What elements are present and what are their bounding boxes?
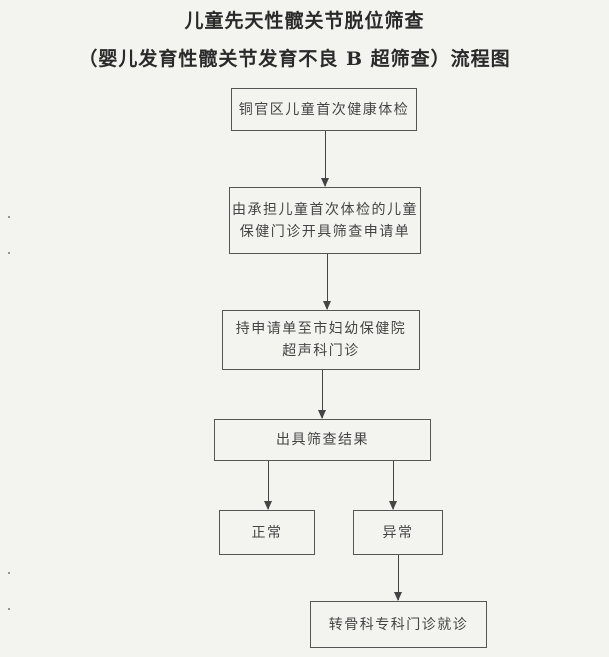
arrow-down	[394, 555, 402, 601]
step-label: 出具筛查结果	[276, 432, 369, 448]
arrow-down	[323, 254, 331, 310]
step-orthopedic-referral: 转骨科专科门诊就诊	[310, 601, 487, 648]
step-issue-application: 由承担儿童首次体检的儿童 保健门诊开具筛查申请单	[229, 187, 421, 254]
step-label: 异常	[382, 524, 414, 541]
arrow-down	[318, 370, 326, 419]
arrow-down	[264, 461, 272, 510]
scan-speck	[8, 216, 10, 218]
step-label: 保健门诊开具筛查申请单	[239, 223, 411, 240]
step-label: 正常	[251, 524, 283, 541]
step-label: 超声科门诊	[282, 343, 360, 359]
step-label: 持申请单至市妇幼保健院	[235, 321, 407, 337]
title-line-1: 儿童先天性髋关节脱位筛查	[184, 10, 425, 32]
scan-speck	[8, 252, 10, 254]
step-label: 由承担儿童首次体检的儿童	[232, 201, 418, 218]
title-line-2: （婴儿发育性髋关节发育不良 B 超筛查）流程图	[78, 48, 511, 70]
step-ultrasound-clinic: 持申请单至市妇幼保健院 超声科门诊	[222, 310, 420, 370]
scan-speck	[8, 608, 10, 610]
step-screening-result: 出具筛查结果	[214, 419, 431, 461]
result-abnormal: 异常	[353, 510, 443, 555]
step-first-health-check: 铜官区儿童首次健康体检	[231, 88, 417, 131]
scan-speck	[8, 572, 10, 574]
step-label: 转骨科专科门诊就诊	[328, 616, 469, 633]
arrow-down	[389, 461, 397, 510]
result-normal: 正常	[219, 510, 315, 555]
arrow-down	[321, 131, 329, 187]
step-label: 铜官区儿童首次健康体检	[238, 101, 410, 118]
